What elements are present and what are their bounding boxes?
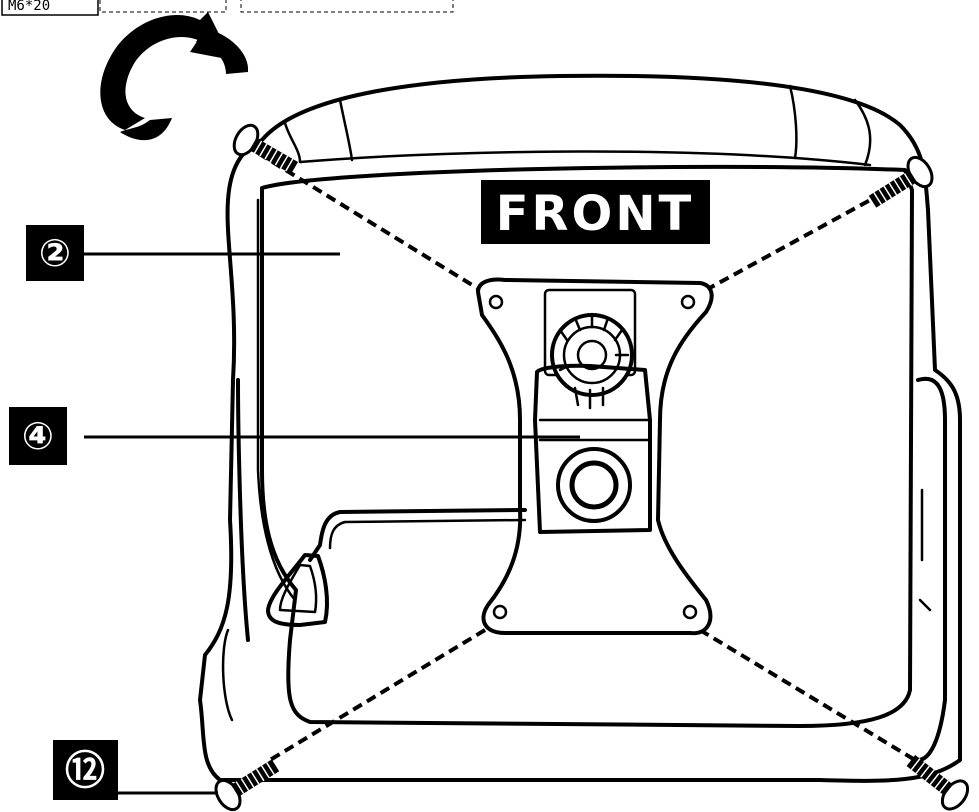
bolt-guide-lines — [243, 143, 926, 762]
callout-seat: ② — [26, 225, 340, 281]
callout-mechanism-label: ④ — [22, 414, 54, 458]
callout-seat-label: ② — [39, 231, 71, 275]
tension-knob — [550, 312, 634, 410]
spec-header: M6*20 — [1, 0, 454, 16]
bolt-icon — [906, 755, 970, 811]
callout-bolts: ⑫ — [53, 740, 218, 800]
callout-mechanism: ④ — [9, 407, 580, 465]
front-label-text: FRONT — [496, 186, 694, 242]
seat-outline — [198, 73, 962, 783]
mechanism-plate — [475, 277, 714, 636]
bolt-icon — [214, 759, 280, 812]
bolt-icon — [868, 155, 934, 208]
tilt-lever — [266, 508, 527, 627]
spec-label: M6*20 — [8, 0, 50, 14]
rotate-arrow-icon — [100, 12, 249, 141]
callout-bolts-label: ⑫ — [65, 748, 105, 794]
front-label: FRONT — [481, 180, 710, 244]
bolt-icon — [232, 123, 298, 175]
